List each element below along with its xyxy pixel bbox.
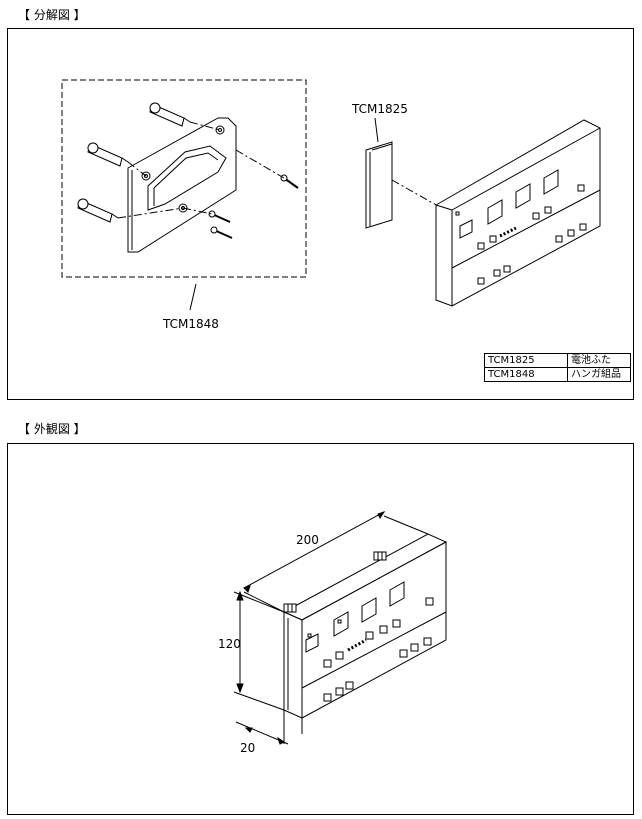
height-dimension: [233, 590, 285, 711]
wall-anchor-bottom: [77, 198, 119, 223]
depth-dimension: [235, 710, 303, 745]
width-dimension-label: 200: [296, 533, 319, 547]
wall-pin-left: [283, 603, 297, 613]
part-name: ハンガ組品: [567, 367, 631, 382]
parts-table: TCM1825 電池ふた TCM1848 ハンガ組品: [484, 353, 631, 382]
width-dimension: [243, 511, 429, 613]
exterior-view-frame: [7, 443, 634, 815]
table-row: TCM1848 ハンガ組品: [484, 367, 631, 382]
remote-control-exterior: [282, 533, 448, 719]
wall-pin-right: [373, 551, 387, 561]
screw-lower-2: [210, 226, 233, 239]
wall-anchor-middle: [87, 142, 129, 167]
exterior-view-title: 【 外観図 】: [18, 422, 86, 436]
hanger-part-label: TCM1848: [162, 317, 219, 331]
remote-control-body: [435, 119, 601, 307]
exploded-view-frame: [7, 28, 634, 400]
hanger-bracket: [147, 145, 227, 211]
depth-dimension-label: 20: [240, 741, 255, 755]
hanger-group-box: [61, 79, 307, 278]
battery-cover: [365, 141, 393, 229]
wall-anchor-top: [149, 102, 191, 127]
exploded-view-title: 【 分解図 】: [18, 8, 86, 22]
height-dimension-label: 120: [218, 637, 241, 651]
battery-cover-part-label: TCM1825: [351, 102, 408, 116]
screw-lower-1: [208, 210, 231, 223]
